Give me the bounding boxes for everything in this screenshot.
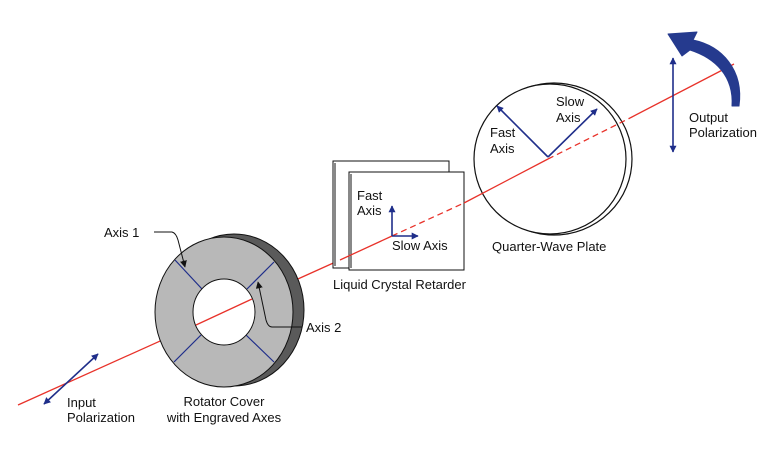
rotator-cover <box>154 233 305 388</box>
laser-beam-output <box>629 63 735 119</box>
qwp-fast-axis-arrow <box>496 105 549 158</box>
lcr-fast-axis-label-line1: Fast <box>357 188 383 203</box>
axis-1-leader <box>154 231 187 268</box>
lcr-fast-axis-label-line2: Axis <box>357 203 382 218</box>
output-polarization-label-line1: Output <box>689 110 728 125</box>
laser-beam-lcr-front <box>339 235 393 261</box>
laser-beam-lcr-dashed <box>391 202 465 237</box>
qwp-slow-axis-label-line2: Axis <box>556 110 581 125</box>
qwp-name-label: Quarter-Wave Plate <box>492 239 606 254</box>
qwp-fast-axis-label-line1: Fast <box>490 125 516 140</box>
rotation-arrow-icon <box>667 31 741 107</box>
lcr-name-label: Liquid Crystal Retarder <box>333 277 467 292</box>
output-polarization-label-line2: Polarization <box>689 125 757 140</box>
axis-2-leader <box>255 281 302 328</box>
rotator-label-line2: with Engraved Axes <box>166 410 282 425</box>
engraved-axis-1a <box>174 259 203 290</box>
engraved-axis-2b <box>173 334 202 363</box>
qwp-slow-axis-label-line1: Slow <box>556 94 585 109</box>
input-polarization-label-line2: Polarization <box>67 410 135 425</box>
rotator-label-line1: Rotator Cover <box>184 394 266 409</box>
lcr-front-plate <box>348 171 465 271</box>
axis-2-label: Axis 2 <box>306 320 341 335</box>
lcr-slow-axis-label: Slow Axis <box>392 238 448 253</box>
input-polarization-arrow <box>43 353 99 405</box>
qwp-slow-axis-arrow <box>547 108 598 158</box>
laser-beam-qwp-dashed <box>547 117 631 160</box>
engraved-axis-1b <box>245 334 275 363</box>
laser-beam-through-rotator <box>195 298 253 326</box>
axis-1-label: Axis 1 <box>104 225 139 240</box>
qwp-fast-axis-label-line2: Axis <box>490 141 515 156</box>
liquid-crystal-retarder <box>332 160 465 271</box>
laser-beam-qwp-front <box>463 158 549 204</box>
input-polarization-label-line1: Input <box>67 395 96 410</box>
engraved-axis-2a <box>246 261 275 290</box>
